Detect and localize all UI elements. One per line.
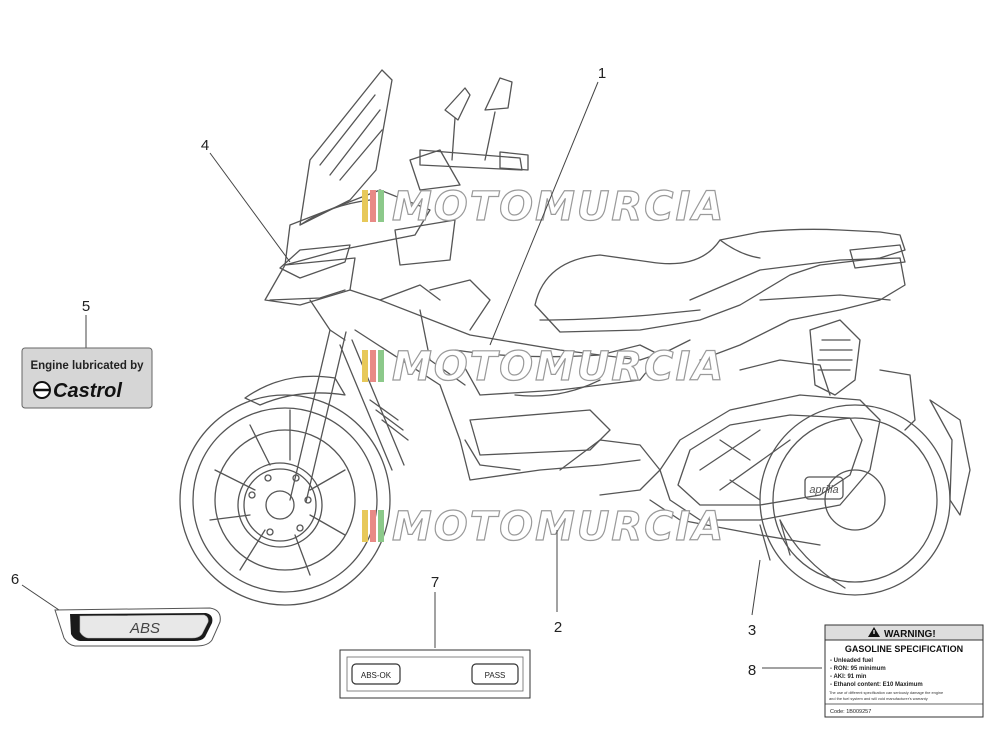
leader-4 [209, 152, 291, 263]
leader-lines [21, 81, 822, 669]
rear-body [689, 244, 971, 516]
watermark-group: MOTOMURCIA MOTOMURCIA MOTOMURCIA [362, 183, 725, 551]
castrol-line1: Engine lubricated by [30, 360, 144, 372]
callout-6: 6 [11, 571, 19, 588]
engine-cvt [649, 359, 881, 561]
fuel-line-2: - RON: 95 minimum [830, 666, 886, 672]
castrol-brand: Castrol [53, 380, 122, 402]
pass-label: PASS [485, 671, 506, 680]
abs-ok-label: ABS-OK [361, 671, 392, 680]
abs-decal-text: ABS [129, 620, 160, 637]
leader-3 [751, 559, 761, 616]
leader-6 [21, 584, 63, 613]
watermark-3: MOTOMURCIA [362, 503, 725, 551]
body-panels [354, 279, 691, 496]
svg-text:MOTOMURCIA: MOTOMURCIA [392, 344, 725, 390]
callout-2: 2 [554, 619, 562, 636]
fuel-code: Code: 1B009257 [830, 709, 871, 715]
watermark-2: MOTOMURCIA [362, 343, 725, 391]
fuel-note-1: The use of different specification can s… [829, 690, 943, 695]
fuel-note-2: and the fuel system and will void manufa… [829, 696, 928, 701]
callout-1: 1 [598, 65, 606, 82]
gasoline-heading: GASOLINE SPECIFICATION [845, 644, 963, 654]
castrol-decal: Engine lubricated by Castrol [21, 347, 153, 409]
callout-4: 4 [201, 137, 209, 154]
front-fork [289, 329, 409, 503]
handlebar-mirrors [409, 77, 529, 191]
scooter-illustration [179, 69, 971, 606]
abs-test-decal: ABS-OK PASS [339, 649, 531, 699]
seat [534, 228, 906, 333]
warning-title: WARNING! [884, 629, 936, 640]
front-fairing [264, 69, 456, 341]
front-mudguard [244, 375, 346, 406]
fuel-line-3: - AKI: 91 min [830, 674, 867, 680]
gasoline-warning-label: WARNING! GASOLINE SPECIFICATION - Unlead… [824, 624, 984, 718]
leader-1 [489, 81, 599, 346]
watermark-1: MOTOMURCIA [362, 183, 725, 231]
callout-numbers: 1 2 3 4 5 6 7 8 [11, 65, 756, 679]
fuel-line-4: - Ethanol content: E10 Maximum [830, 682, 923, 688]
callout-3: 3 [748, 622, 756, 639]
engine-brand-badge: aprilia [809, 484, 838, 496]
svg-text:MOTOMURCIA: MOTOMURCIA [392, 504, 725, 550]
callout-7: 7 [431, 574, 439, 591]
warning-triangle-icon [868, 627, 880, 637]
front-wheel [179, 394, 391, 606]
abs-decal: ABS [54, 607, 221, 647]
callout-5: 5 [82, 298, 90, 315]
callout-8: 8 [748, 662, 756, 679]
fuel-line-1: - Unleaded fuel [830, 658, 873, 664]
svg-text:MOTOMURCIA: MOTOMURCIA [392, 184, 725, 230]
castrol-logo-icon [33, 381, 51, 399]
